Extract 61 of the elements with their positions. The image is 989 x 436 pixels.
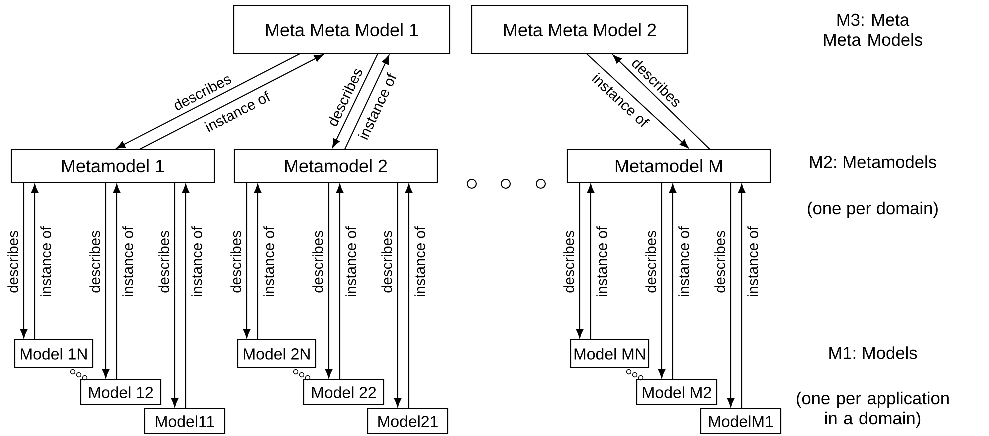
edge-label: describes [714,230,726,294]
edge-label: describes [6,230,20,294]
edge-label: instance of [414,225,426,299]
edge-label: describes [88,230,102,294]
level-label: M1: Models [830,346,918,360]
edge-label: describes [644,230,658,294]
arrow [182,184,190,409]
arrow [31,184,39,340]
model-box: Model 2N [237,339,317,369]
edge-label: describes [380,230,394,294]
level-label: M3: Meta Meta Models [824,14,922,46]
edge-label: describes [562,230,576,294]
arrow [254,184,262,340]
edge-label: instance of [746,225,760,299]
edge-label: describes [230,230,242,294]
arrow [658,182,666,378]
metamodel-box: Metamodel 2 [234,148,438,184]
arrow [405,184,413,409]
arrow [243,182,251,338]
arrow [20,182,28,338]
edge-label: instance of [596,225,608,299]
meta-meta-model-box: Meta Meta Model 2 [471,5,689,55]
model-box: Model 12 [80,379,162,406]
arrow [102,182,110,378]
arrow [171,182,179,408]
edge-label: instance of [122,225,134,299]
arrow [613,55,710,150]
arrow [669,184,677,380]
arrow [332,54,378,148]
meta-meta-model-box: Meta Meta Model 1 [233,5,451,55]
edge-label: instance of [344,225,358,299]
model-box: Model11 [144,408,226,435]
arrow [116,54,300,150]
model-box: Model MN [570,339,650,369]
level-label: (one per application in a domain) [797,392,949,428]
edge-label: instance of [678,225,690,299]
arrow [113,184,121,380]
edge-label: instance of [262,225,276,299]
arrow [576,182,584,338]
metamodel-box: Metamodel M [566,148,772,184]
edge-label: describes [312,230,324,294]
edge-label: describes [158,230,170,294]
arrow [336,184,344,380]
model-box: Model 22 [303,379,385,406]
arrow [140,54,324,150]
arrow [344,55,390,150]
arrow [394,182,402,408]
model-box: Model M2 [636,379,718,406]
edge-label: instance of [190,225,204,299]
metamodel-box: Metamodel 1 [10,148,216,184]
edge-label: instance of [40,225,52,299]
model-box: ModelM1 [700,408,782,435]
arrow [325,182,333,378]
arrow [586,54,689,149]
model-box: Model 1N [14,339,94,369]
arrow [738,184,746,409]
model-box: Model21 [367,408,449,435]
arrow [727,182,735,408]
arrow [587,184,595,340]
level-label: (one per domain) [808,202,938,218]
level-label: M2: Metamodels [810,156,936,168]
